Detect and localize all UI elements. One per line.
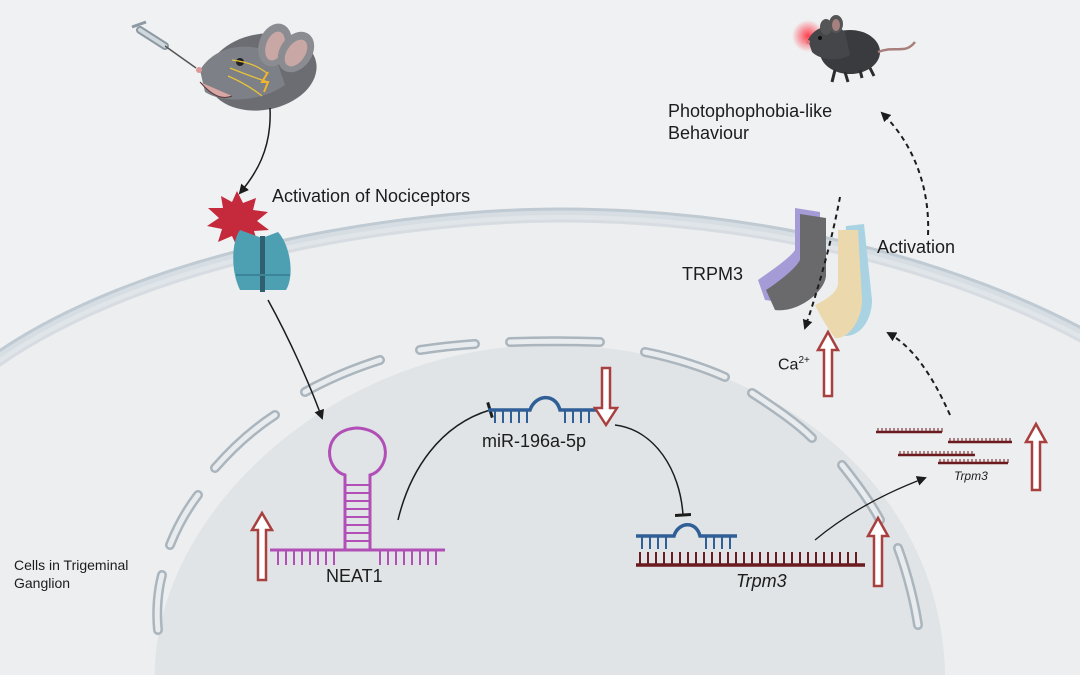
trpm3-fragments-label: Trpm3: [954, 469, 988, 483]
cell-label-line1: Cells in Trigeminal: [14, 557, 129, 573]
activation-nociceptors-label: Activation of Nociceptors: [272, 186, 471, 206]
inhibition-neat1-to-mirna: [397, 401, 494, 521]
neat1-up-arrow-icon: [249, 510, 275, 582]
trpm3-mrna-icon: [636, 552, 865, 567]
calcium-label: Ca2+: [778, 355, 810, 374]
photophobia-label-line1: Photophophobia-like: [668, 101, 833, 121]
mirna-label: miR-196a-5p: [482, 431, 587, 451]
syringe-icon: [131, 20, 197, 69]
inhibition-mirna-to-trpm3: [614, 424, 692, 518]
neat1-label: NEAT1: [326, 566, 383, 586]
mouse-light-sensitive-icon: [792, 15, 916, 83]
arrow-activation-to-behaviour: [880, 111, 930, 236]
arrow-mrna-to-fragments: [814, 476, 927, 541]
activation-label: Activation: [877, 237, 956, 257]
arrow-receptor-to-neat1: [267, 299, 324, 420]
calcium-symbol: Ca: [778, 356, 799, 374]
trpm3-up-arrow-icon: [865, 515, 891, 588]
mouse-with-syringe-icon: [196, 23, 317, 111]
trpm3-fragments-icon: [876, 428, 1012, 465]
calcium-charge: 2+: [798, 355, 810, 366]
cell-label-line2: Ganglion: [14, 575, 71, 591]
fragments-up-arrow-icon: [1023, 421, 1049, 492]
trpm3-channel-icon: [758, 208, 872, 339]
mirna-bound-icon: [636, 523, 737, 549]
trpm3-channel-label: TRPM3: [682, 264, 744, 284]
trpm3-mrna-label: Trpm3: [736, 571, 787, 591]
calcium-up-arrow-icon: [815, 329, 841, 398]
mirna-down-arrow-icon: [592, 366, 620, 428]
arrow-mouse-to-receptor: [238, 107, 271, 195]
neat1-rna-icon: [270, 426, 445, 565]
mirna-icon: [488, 395, 598, 423]
nociceptor-receptor-icon: [207, 191, 291, 292]
photophobia-label-line2: Behaviour: [668, 123, 750, 143]
arrow-calcium-influx: [802, 196, 841, 330]
